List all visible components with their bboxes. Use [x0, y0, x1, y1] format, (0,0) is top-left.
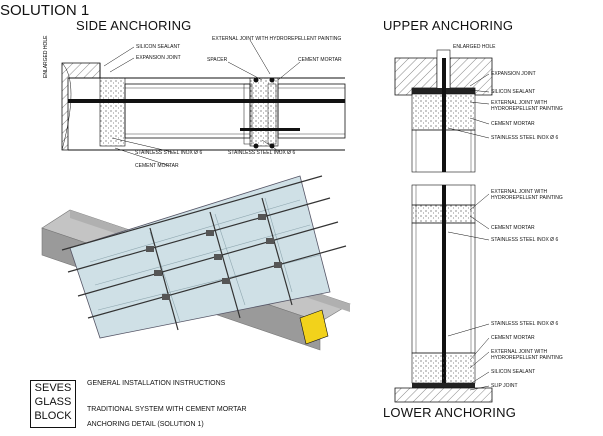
label-stainless-left: STAINLESS STEEL INOX Ø 6: [135, 150, 203, 156]
footer-detail: ANCHORING DETAIL (SOLUTION 1): [87, 421, 204, 428]
label-lower-cement-mortar: CEMENT MORTAR: [491, 335, 535, 341]
seves-logo: SEVES GLASS BLOCK: [30, 380, 76, 428]
logo-line-2: GLASS: [34, 396, 72, 408]
label-mid-external-joint-1: EXTERNAL JOINT WITH: [491, 189, 548, 195]
lower-anchoring-title: LOWER ANCHORING: [383, 405, 517, 420]
cement-mortar-joint: [99, 77, 126, 147]
label-lower-external-joint-1: EXTERNAL JOINT WITH: [491, 349, 548, 355]
accent-plate: [299, 309, 329, 345]
mid-section-detail: [411, 184, 490, 385]
label-lower-slip-joint: SLIP JOINT: [491, 383, 518, 389]
label-stainless-right: STAINLESS STEEL INOX Ø 6: [228, 150, 296, 156]
steel-rod: [68, 99, 345, 103]
label-silicon-sealant: SILICON SEALANT: [136, 44, 181, 50]
label-lower-silicon-sealant: SILICON SEALANT: [491, 369, 536, 375]
lower-anchoring-detail: [394, 323, 493, 403]
svg-text:ENLARGED HOLE: ENLARGED HOLE: [43, 35, 49, 78]
label-lower-stainless: STAINLESS STEEL INOX Ø 6: [491, 321, 559, 327]
side-anchoring-detail: ENLARGED HOLE: [43, 35, 346, 167]
label-upper-stainless: STAINLESS STEEL INOX Ø 6: [491, 135, 559, 141]
label-mid-external-joint-2: HYDROREPELLENT PAINTING: [491, 195, 563, 201]
label-lower-external-joint-2: HYDROREPELLENT PAINTING: [491, 355, 563, 361]
steel-rod: [240, 128, 300, 131]
solution-title: SOLUTION 1: [0, 2, 90, 19]
glass-block: [124, 83, 251, 139]
cement-mortar-joint: [249, 77, 279, 147]
label-upper-external-joint-2: HYDROREPELLENT PAINTING: [491, 106, 563, 112]
wall-section: [61, 62, 101, 151]
footer-system: TRADITIONAL SYSTEM WITH CEMENT MORTAR: [87, 406, 247, 413]
label-upper-cement-mortar: CEMENT MORTAR: [491, 121, 535, 127]
label-mid-cement-mortar: CEMENT MORTAR: [491, 225, 535, 231]
upper-anchoring-detail: [394, 49, 493, 173]
label-external-joint: EXTERNAL JOINT WITH HYDROREPELLENT PAINT…: [212, 36, 342, 42]
label-cement-mortar-top: CEMENT MORTAR: [298, 57, 342, 63]
upper-anchoring-title: UPPER ANCHORING: [383, 18, 514, 33]
label-spacer: SPACER: [207, 57, 228, 63]
footer-general: GENERAL INSTALLATION INSTRUCTIONS: [87, 380, 226, 387]
label-upper-enlarged-hole: ENLARGED HOLE: [453, 44, 496, 50]
label-upper-silicon-sealant: SILICON SEALANT: [491, 89, 536, 95]
label-upper-external-joint-1: EXTERNAL JOINT WITH: [491, 100, 548, 106]
logo-line-1: SEVES: [34, 382, 72, 394]
label-expansion-joint: EXPANSION JOINT: [136, 55, 181, 61]
side-anchoring-title: SIDE ANCHORING: [76, 18, 192, 33]
label-mid-stainless: STAINLESS STEEL INOX Ø 6: [491, 237, 559, 243]
logo-line-3: BLOCK: [34, 410, 72, 422]
isometric-illustration: [41, 175, 351, 351]
label-upper-expansion-joint: EXPANSION JOINT: [491, 71, 536, 77]
label-cement-mortar-bottom: CEMENT MORTAR: [135, 163, 179, 169]
